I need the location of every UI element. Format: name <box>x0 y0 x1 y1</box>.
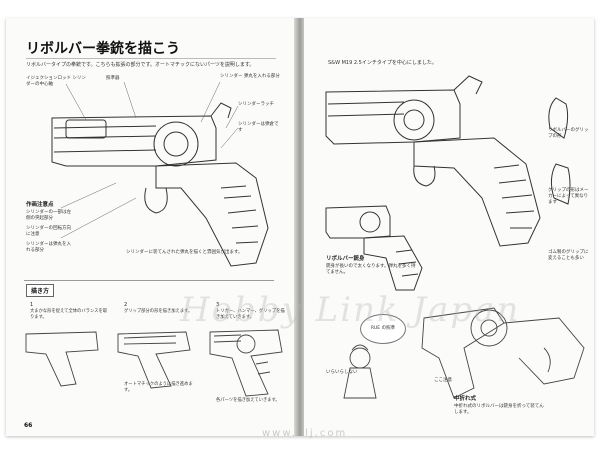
right-top-caption: S&W M19 2.5インチタイプを中心にしました。 <box>328 60 437 66</box>
point-3: シリンダーは弾丸を入れる部分 <box>26 242 71 253</box>
annotation-cylinder-latch: シリンダーラッチ <box>238 102 274 107</box>
speech-bubble: RUE の照準 <box>360 314 406 344</box>
step-2-text: グリップ部分の形を描き加えます。 <box>124 309 193 314</box>
section-heading-howto: 描き方 <box>26 284 55 297</box>
left-page: リボルバー拳銃を描こう リボルバータイプの拳銃です。こちらも拡張の部分です。オー… <box>6 18 296 436</box>
step-drawings <box>25 329 283 397</box>
page-number: 66 <box>24 422 33 429</box>
right-page: S&W M19 2.5インチタイプを中心にしました。 リボルバーのグリップの形 <box>304 18 594 436</box>
watermark-url: www.hlj.com <box>262 428 348 439</box>
point-1: シリンダーの一部は左側の突起部分 <box>26 210 71 221</box>
grip-note-2: グリップの形はメーカーによって異なります <box>548 188 589 205</box>
intro-text: リボルバータイプの拳銃です。こちらも拡張の部分です。オートマチックにないパーツを… <box>26 62 255 68</box>
revolver-illustration-right <box>325 75 571 291</box>
cylinder-caption: シリンダーに装てんされた弾丸を描くと雰囲気が出ます。 <box>126 250 243 255</box>
child-note: いらいらしない <box>326 370 358 375</box>
step-2-number: 2 <box>124 302 128 308</box>
revolver-note-heading: リボルバー銃身 <box>326 256 365 262</box>
title-underline <box>26 58 276 59</box>
bottom-heading: 中折れ式 <box>454 396 477 402</box>
book-gutter <box>294 18 306 436</box>
revolver-note: 銃身が長いので太くなります。弾丸を多く持てません。 <box>326 264 416 275</box>
step-3-number: 3 <box>216 302 220 308</box>
open-book: リボルバー拳銃を描こう リボルバータイプの拳銃です。こちらも拡張の部分です。オー… <box>6 18 594 436</box>
grip-note-1: リボルバーのグリップの形 <box>548 128 589 139</box>
points-heading: 作画注意点 <box>26 202 54 208</box>
annotation-ejection-rod: イジェクションロッド シリンダーの中心軸 <box>26 76 86 87</box>
bottom-note: 中折れ式のリボルバーは銃身を折って装てんします。 <box>454 404 544 415</box>
step-note-1: オートマチックのように描き進めます。 <box>124 382 193 393</box>
grip-note-3: ゴム製のグリップに変えることも多い <box>548 250 589 261</box>
character-and-topbreak-illustration <box>343 307 585 399</box>
step-1-number: 1 <box>30 302 34 308</box>
annotation-cylinder-magazine: シリンダーは弾倉です <box>238 122 279 133</box>
trigger-label: ここ注意 <box>434 378 452 383</box>
section-divider <box>24 280 274 281</box>
annotation-cylinder: シリンダー 弾丸を入れる部分 <box>220 74 280 79</box>
step-1-text: 大まかな形を捉えて全体のバランスを取ります。 <box>30 309 108 320</box>
annotation-sight: 照準器 <box>106 76 120 81</box>
revolver-illustration-large <box>51 81 269 267</box>
step-note-2: 各パーツを描き加えていきます。 <box>216 398 280 403</box>
page-title: リボルバー拳銃を描こう <box>26 41 180 57</box>
watermark-logo: Hobby Link Japan <box>180 290 521 330</box>
point-2: シリンダーの回転方向に注意 <box>26 226 71 237</box>
step-3-text: トリガー、ハンマー、グリップを描き加えていきます。 <box>216 309 285 320</box>
